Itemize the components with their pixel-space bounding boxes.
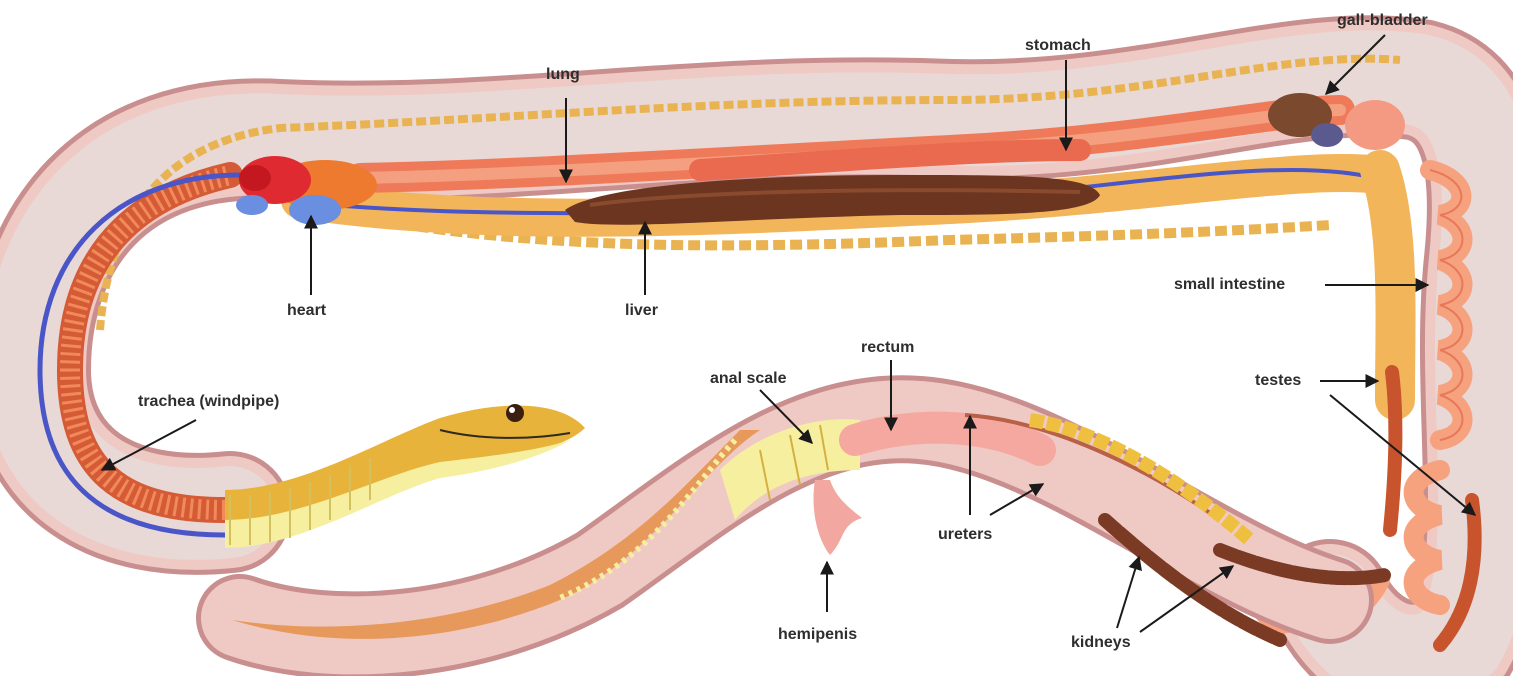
- snake-eye: [506, 404, 524, 422]
- label-ureters: ureters: [938, 526, 992, 544]
- label-lung: lung: [546, 66, 580, 84]
- hemipenis-organ: [813, 480, 862, 555]
- label-kidneys: kidneys: [1071, 634, 1131, 652]
- label-small-intestine: small intestine: [1174, 276, 1285, 294]
- arrow-kidneys-a: [1117, 557, 1139, 628]
- label-hemipenis: hemipenis: [778, 626, 857, 644]
- label-heart: heart: [287, 302, 326, 320]
- label-liver: liver: [625, 302, 658, 320]
- label-rectum: rectum: [861, 339, 914, 357]
- label-trachea: trachea (windpipe): [138, 393, 279, 411]
- label-anal-scale: anal scale: [710, 370, 787, 388]
- label-testes: testes: [1255, 372, 1301, 390]
- label-stomach: stomach: [1025, 37, 1091, 55]
- testis-upper: [1390, 372, 1395, 530]
- label-gall-bladder: gall-bladder: [1337, 12, 1428, 30]
